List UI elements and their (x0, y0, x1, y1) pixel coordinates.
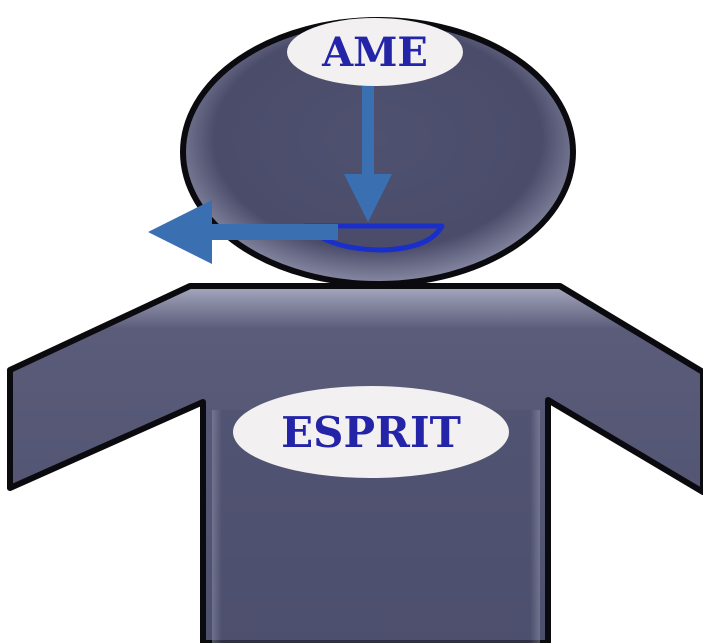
head-label: AME (321, 29, 428, 76)
body-label: ESPRIT (281, 408, 461, 457)
